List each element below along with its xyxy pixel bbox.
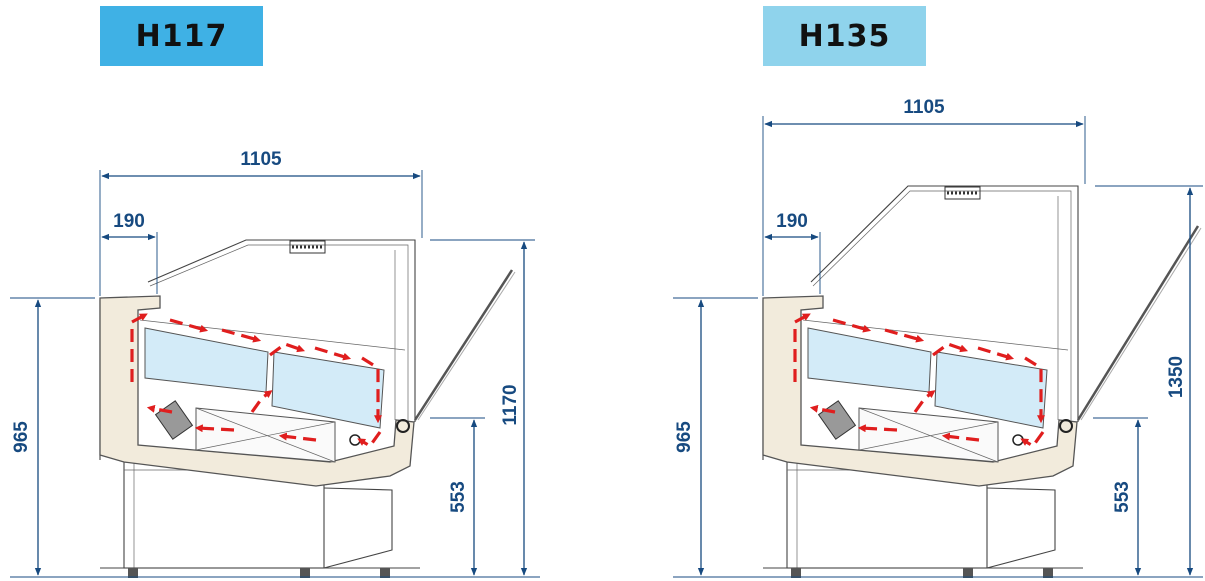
width-label: 1105 bbox=[240, 149, 282, 170]
tray-2 bbox=[271, 351, 385, 429]
glass-canopy bbox=[802, 185, 1202, 422]
airflow-arrows bbox=[793, 313, 1045, 449]
model-badge-h117: H117 bbox=[100, 6, 263, 66]
rear-depth-label: 190 bbox=[776, 211, 808, 232]
tub-body bbox=[762, 295, 1078, 487]
rear-depth-label: 190 bbox=[113, 211, 145, 232]
airflow-arrows bbox=[130, 313, 382, 449]
total-height-label: 1170 bbox=[500, 384, 521, 425]
width-label: 1105 bbox=[903, 97, 945, 118]
drawing-h117: 1105 190 965 1170 553 bbox=[10, 149, 540, 578]
glass-canopy bbox=[139, 239, 516, 422]
front-height-label: 553 bbox=[448, 481, 469, 513]
front-height-label: 553 bbox=[1112, 481, 1133, 513]
dimensions-h117: 1105 190 965 1170 553 bbox=[10, 149, 540, 578]
tray-2 bbox=[934, 351, 1048, 429]
drawing-h135: 1105 190 965 1350 553 bbox=[673, 97, 1203, 578]
tub-body bbox=[99, 295, 415, 487]
model-badge-h135: H135 bbox=[763, 6, 926, 66]
total-height-label: 1350 bbox=[1166, 356, 1187, 398]
counter-height-label: 965 bbox=[11, 421, 32, 453]
counter-height-label: 965 bbox=[674, 421, 695, 453]
dimensions-h135: 1105 190 965 1350 553 bbox=[673, 97, 1203, 578]
